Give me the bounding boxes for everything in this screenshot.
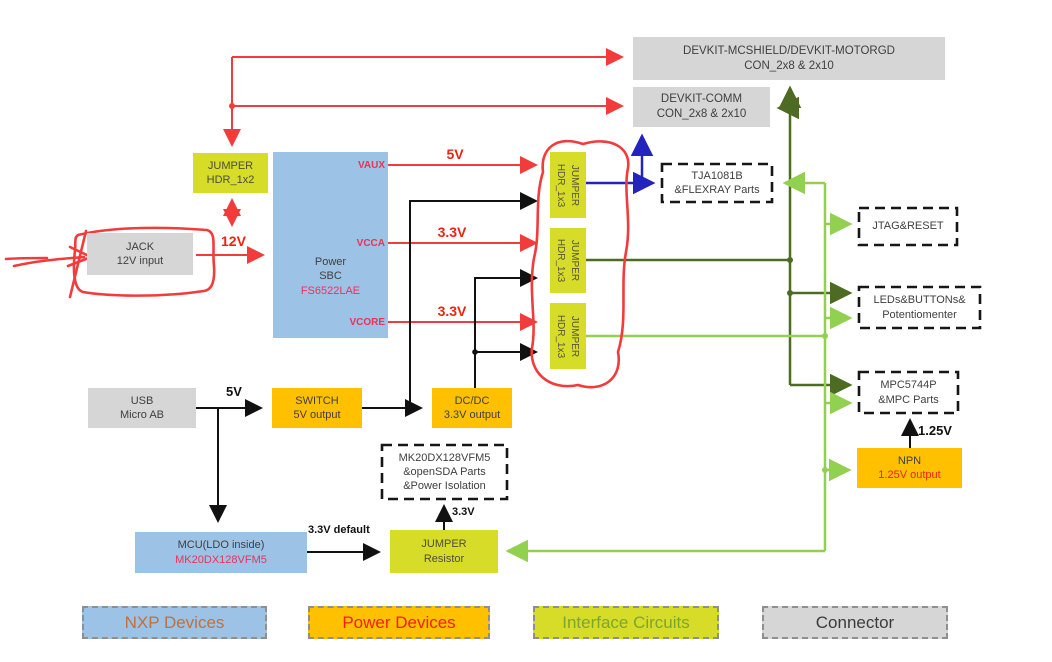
devkit-comm-title: DEVKIT-COMM (660, 93, 743, 106)
light-green-wires (505, 171, 853, 563)
devkit-mcshield-title: DEVKIT-MCSHIELD/DEVKIT-MOTORGD (683, 44, 895, 57)
dcdc-line2: 3.3V output (443, 409, 501, 421)
red-12v-wires (196, 48, 624, 331)
jack-line1: JACK (125, 240, 155, 253)
jumper-hdr1x2-box: JUMPER HDR_1x2 (193, 153, 268, 193)
label-33v-vcore: 3.3V (437, 303, 467, 319)
dcdc-line1: DC/DC (454, 394, 490, 407)
leds-line2: Potentiomenter (882, 308, 957, 321)
black-junction-dot (407, 405, 413, 411)
red-junction-dot (229, 103, 235, 109)
hand-arrow-line2 (4, 256, 49, 261)
power-sbc-line2: SBC (319, 270, 342, 283)
mk20-line3: &Power Isolation (403, 480, 486, 493)
npn-line1: NPN (897, 454, 922, 467)
label-5v-vaux: 5V (446, 146, 464, 162)
label-5v-usb: 5V (226, 384, 242, 399)
tja-line1: TJA1081B (691, 169, 743, 182)
scribble-around-jumpers (530, 139, 630, 389)
legend-interface-circuits: Interface Circuits (533, 606, 719, 639)
jumper-resistor-line1: JUMPER (421, 538, 467, 551)
devkit-comm-connector-box: DEVKIT-COMM CON_2x8 & 2x10 (633, 87, 770, 127)
jumper-hdr1x3-box-3: JUMPER HDR_1x3 (550, 303, 586, 369)
black-junction-dot (472, 349, 478, 355)
devkit-mcshield-connector-box: DEVKIT-MCSHIELD/DEVKIT-MOTORGD CON_2x8 &… (633, 37, 945, 80)
green-junction-dot (787, 105, 793, 111)
legend-power-devices: Power Devices (308, 606, 490, 639)
devkit-comm-subtitle: CON_2x8 & 2x10 (656, 108, 747, 120)
dcdc-33v-box: DC/DC 3.3V output (432, 388, 512, 428)
jack-line2: 12V input (116, 255, 164, 267)
usb-micro-ab-box: USB Micro AB (88, 388, 196, 428)
jumper1-line2: HDR_1x3 (556, 163, 568, 207)
power-sbc-line1: Power (314, 256, 347, 268)
jumper-hdr1x2-line2: HDR_1x2 (206, 174, 255, 186)
label-33v-vcca: 3.3V (437, 224, 467, 240)
tja-line2: &FLEXRAY Parts (674, 184, 760, 196)
hand-arrow-line (12, 255, 86, 268)
jumper1-line1: JUMPER (569, 164, 581, 206)
mcu-line1: MCU(LDO inside) (177, 539, 265, 552)
jumper3-line1: JUMPER (569, 315, 581, 357)
scribble-around-jack (72, 226, 216, 297)
pin-vaux: VAUX (357, 160, 385, 171)
jtag-line1: JTAG&RESET (872, 220, 944, 233)
blue-junction-dot (639, 180, 645, 186)
switch-line2: 5V output (293, 409, 341, 421)
usb-line1: USB (130, 394, 154, 407)
mpc-line2: &MPC Parts (878, 393, 939, 406)
mk20-line2: &openSDA Parts (403, 465, 486, 478)
usb-line2: Micro AB (119, 409, 164, 421)
leds-buttons-box: LEDs&BUTTONs& Potentiomenter (859, 287, 980, 328)
jumper-resistor-line2: Resistor (423, 552, 465, 565)
label-12v: 12V (221, 233, 246, 249)
scribble-jack-corner (68, 229, 88, 299)
switch-5v-box: SWITCH 5V output (272, 388, 362, 428)
red-annotations (4, 139, 630, 389)
mpc5744p-box: MPC5744P &MPC Parts (859, 372, 958, 413)
legend-connector-label: Connector (815, 612, 895, 632)
jumper3-line2: HDR_1x3 (556, 314, 568, 358)
dashed-outlines (380, 162, 982, 501)
jumper-hdr1x3-box-1: JUMPER HDR_1x3 (550, 152, 586, 218)
label-33v-default: 3.3V default (308, 524, 370, 536)
jtag-reset-box: JTAG&RESET (859, 208, 957, 245)
legend-nxp-label: NXP Devices (124, 612, 225, 632)
devkit-mcshield-subtitle: CON_2x8 & 2x10 (744, 59, 834, 72)
blue-wires (585, 133, 656, 195)
pin-vcca: VCCA (356, 238, 385, 249)
label-125v: 1.25V (918, 423, 952, 438)
npn-line2: 1.25V output (878, 469, 941, 481)
legend-interface-label: Interface Circuits (562, 612, 690, 632)
mcu-ldo-box: MCU(LDO inside) MK20DX128VFM5 (135, 532, 307, 573)
light-green-junction-dot (822, 467, 828, 473)
power-sbc-box: Power SBC FS6522LAE VAUX VCCA VCORE (273, 152, 388, 338)
power-sbc-part: FS6522LAE (300, 284, 361, 297)
jack-12v-box: JACK 12V input (87, 233, 193, 275)
switch-line1: SWITCH (295, 394, 339, 407)
green-junction-dot (787, 290, 793, 296)
jumper2-line2: HDR_1x3 (556, 238, 568, 283)
jumper-hdr1x2-line1: JUMPER (207, 159, 254, 172)
legend-nxp-devices: NXP Devices (82, 606, 267, 639)
tja1081b-flexray-box: TJA1081B &FLEXRAY Parts (662, 164, 772, 202)
mcu-line2: MK20DX128VFM5 (175, 553, 267, 566)
mpc-line1: MPC5744P (880, 379, 937, 392)
npn-regulator-box: NPN 1.25V output (857, 448, 962, 488)
legend-connector: Connector (762, 606, 948, 639)
light-green-junction-dot (822, 333, 828, 339)
pin-vcore: VCORE (349, 317, 385, 328)
jumper-resistor-box: JUMPER Resistor (390, 530, 498, 573)
jumper2-line1: JUMPER (569, 239, 581, 282)
mk20-line1: MK20DX128VFM5 (398, 451, 491, 464)
jumper-hdr1x3-box-2: JUMPER HDR_1x3 (550, 228, 586, 293)
mk20-opensda-box: MK20DX128VFM5 &openSDA Parts &Power Isol… (382, 445, 507, 499)
legend-power-label: Power Devices (342, 612, 456, 632)
dark-green-wires (585, 85, 853, 397)
leds-line1: LEDs&BUTTONs& (873, 294, 966, 307)
label-33v-resistor: 3.3V (452, 506, 475, 518)
green-junction-dot (787, 257, 793, 263)
